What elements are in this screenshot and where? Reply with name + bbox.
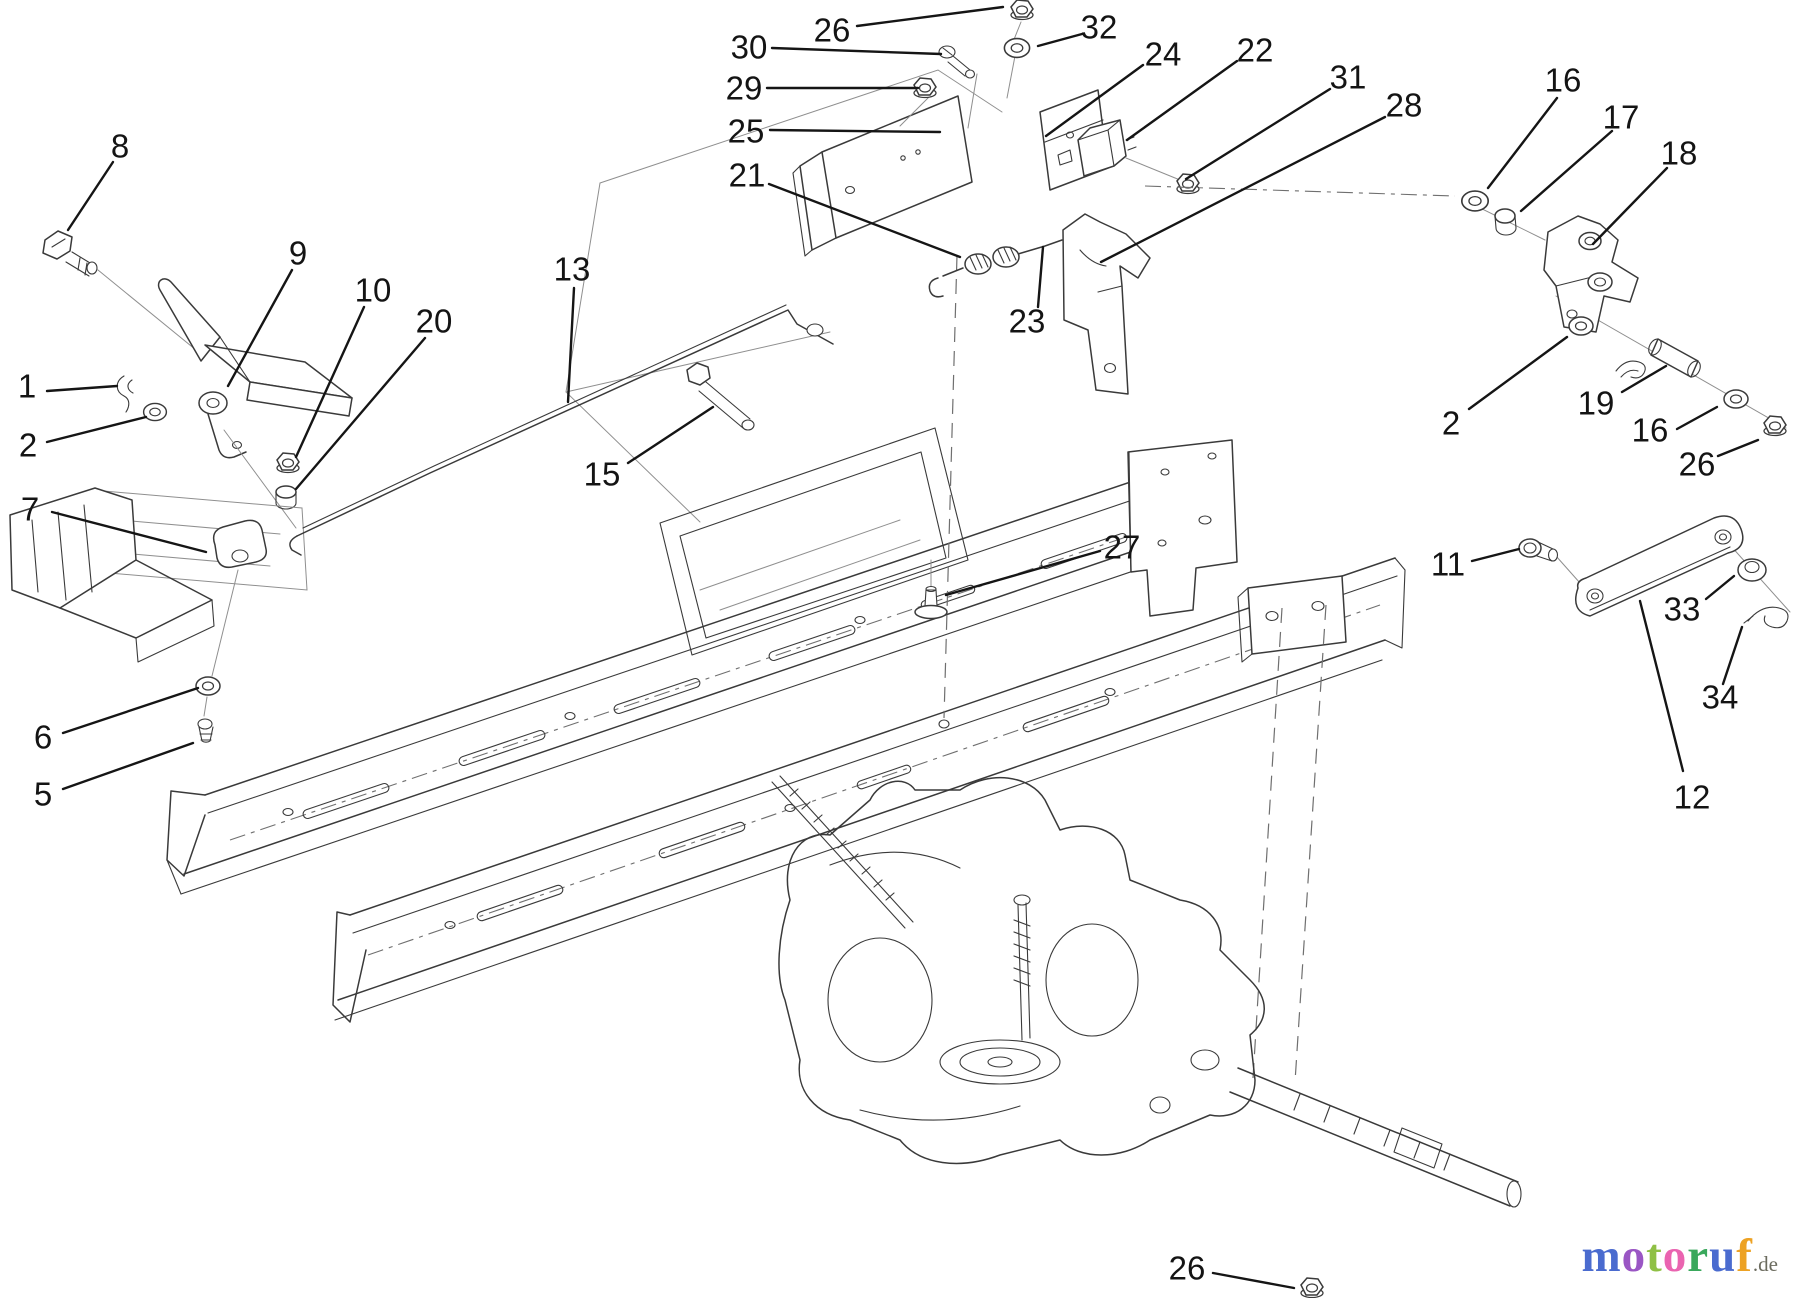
callout-32-16: 32 — [1080, 8, 1118, 46]
callout-10-2: 10 — [354, 271, 392, 309]
pivot-bushing — [275, 485, 297, 510]
callout-5-10: 5 — [33, 775, 53, 813]
callout-19-25: 19 — [1577, 384, 1615, 422]
transaxle — [771, 775, 1522, 1298]
callout-12-31: 12 — [1673, 778, 1711, 816]
callout-29-13: 29 — [725, 69, 763, 107]
cotter-pin-19 — [1615, 360, 1646, 379]
watermark-letter-5: u — [1709, 1230, 1737, 1282]
brake-rod-spring — [1013, 894, 1031, 1041]
shoulder-bolt-27 — [914, 559, 948, 620]
callout-21-11: 21 — [728, 156, 766, 194]
callout-1-6: 1 — [17, 367, 37, 405]
watermark-letter-2: t — [1646, 1230, 1663, 1282]
right-linkage-group — [1144, 185, 1787, 437]
screw-30 — [938, 45, 976, 79]
watermark-letter-0: m — [1581, 1230, 1622, 1282]
callout-23-33: 23 — [1008, 302, 1046, 340]
callout-26-15: 26 — [813, 11, 851, 49]
watermark-letter-3: o — [1662, 1230, 1688, 1282]
ratchet-rod — [771, 775, 914, 929]
callout-13-4: 13 — [553, 250, 591, 288]
callout-24-17: 24 — [1144, 35, 1182, 73]
callout-2-24: 2 — [1441, 404, 1461, 442]
hairpin-cotter-34 — [1743, 606, 1789, 629]
control-rod — [289, 304, 834, 556]
callout-33-29: 33 — [1663, 590, 1701, 628]
watermark-suffix: .de — [1752, 1252, 1778, 1276]
callout-17-22: 17 — [1602, 98, 1640, 136]
callout-16-21: 16 — [1544, 61, 1582, 99]
callout-26-27: 26 — [1678, 445, 1716, 483]
shoulder-bolt-11 — [1518, 538, 1559, 562]
carriage-bolt — [686, 362, 755, 431]
callout-30-14: 30 — [730, 28, 768, 66]
frame-cross-member — [659, 427, 969, 656]
callout-9-1: 9 — [288, 234, 308, 272]
spacer-tube — [1648, 338, 1701, 378]
bumper — [212, 519, 268, 569]
callout-31-19: 31 — [1329, 58, 1367, 96]
watermark-logo: motoruf.de — [1581, 1233, 1778, 1280]
watermark-letter-6: f — [1736, 1230, 1753, 1282]
phantom-strut — [1252, 604, 1327, 1083]
callout-11-28: 11 — [1430, 545, 1466, 583]
callout-15-5: 15 — [583, 455, 621, 493]
watermark-word: motoruf — [1581, 1230, 1752, 1282]
callout-2-7: 2 — [18, 426, 38, 464]
callout-6-9: 6 — [33, 718, 53, 756]
bushing-17 — [1494, 208, 1517, 236]
phantom-console-outline — [565, 69, 1003, 523]
callout-25-12: 25 — [727, 112, 765, 150]
callout-20-3: 20 — [415, 302, 453, 340]
callout-26-34: 26 — [1168, 1249, 1206, 1287]
screw — [197, 718, 214, 743]
axle-shaft — [1229, 1067, 1522, 1208]
bell-crank-18 — [1543, 215, 1639, 333]
frame-rail-lower — [332, 557, 1406, 1023]
flanged-washer-33 — [1737, 558, 1767, 582]
pedal-assembly — [42, 230, 353, 529]
callout-28-20: 28 — [1385, 86, 1423, 124]
frame-rail-upper — [166, 439, 1238, 895]
spring-coils — [964, 246, 1020, 275]
callout-16-26: 16 — [1631, 411, 1669, 449]
footrest-bracket — [9, 487, 308, 743]
callout-8-0: 8 — [110, 127, 130, 165]
callout-18-23: 18 — [1660, 134, 1698, 172]
callout-27-32: 27 — [1103, 528, 1141, 566]
callout-34-30: 34 — [1701, 678, 1739, 716]
watermark-letter-4: r — [1687, 1230, 1710, 1282]
callout-7-8: 7 — [20, 490, 40, 528]
link-bar-group — [1518, 515, 1791, 629]
callout-22-18: 22 — [1236, 31, 1274, 69]
watermark-letter-1: o — [1621, 1230, 1647, 1282]
brake-crank-and-spring — [928, 213, 1151, 719]
